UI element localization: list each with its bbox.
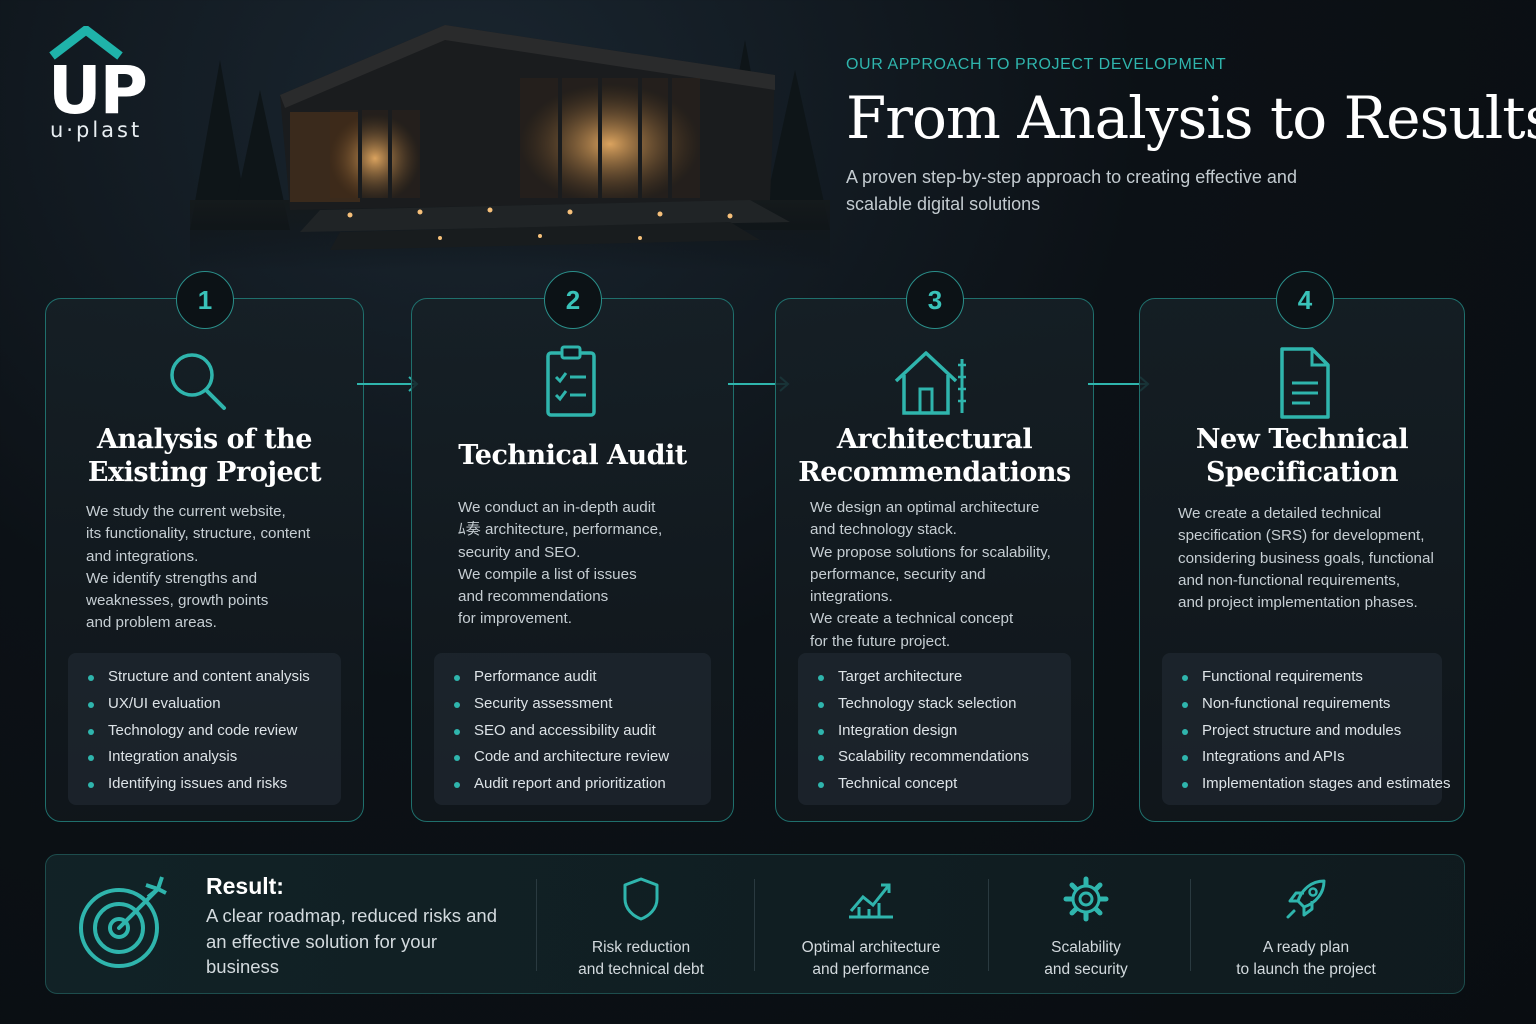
- step-number-badge: 1: [176, 271, 234, 329]
- page-title: From Analysis to Results: [846, 84, 1536, 152]
- step-deliverables-list: Functional requirements Non-functional r…: [1162, 653, 1450, 805]
- divider: [1190, 879, 1191, 971]
- divider: [988, 879, 989, 971]
- list-item: Structure and content analysis: [86, 664, 341, 691]
- list-item: Technical concept: [816, 771, 1071, 798]
- list-item: Security assessment: [452, 691, 711, 718]
- step-title: Analysis of the Existing Project: [87, 424, 322, 488]
- step-number-badge: 4: [1276, 271, 1334, 329]
- list-item: UX/UI evaluation: [86, 691, 341, 718]
- step-deliverables-list: Performance audit Security assessment SE…: [434, 653, 711, 805]
- gear-icon: [1063, 876, 1109, 922]
- list-item: Integration design: [816, 718, 1071, 745]
- result-title: Result:: [206, 873, 284, 899]
- step-card-3: 3 Architectural Recommendations We desig…: [775, 271, 1094, 822]
- step-card-1: 1 Analysis of the Existing Project We st…: [45, 271, 364, 822]
- step-card-4: 4 New Technical Specification We create …: [1139, 271, 1465, 822]
- step-deliverables-list: Target architecture Technology stack sel…: [798, 653, 1071, 805]
- step-title: Technical Audit: [458, 440, 687, 471]
- divider: [754, 879, 755, 971]
- list-item: Implementation stages and estimates: [1180, 771, 1450, 798]
- list-item: Integrations and APIs: [1180, 744, 1442, 771]
- page-subtitle: A proven step-by-step approach to creati…: [846, 167, 1297, 214]
- list-item: Scalability recommendations: [816, 744, 1071, 771]
- step-title: New Technical Specification: [1195, 424, 1409, 488]
- divider: [536, 879, 537, 971]
- step-deliverables-list: Structure and content analysis UX/UI eva…: [68, 653, 341, 805]
- eyebrow-label: OUR APPROACH TO PROJECT DEVELOPMENT: [846, 56, 1227, 73]
- list-item: Functional requirements: [1180, 664, 1442, 691]
- list-item: Technology and code review: [86, 718, 341, 745]
- target-icon: [79, 876, 167, 968]
- list-item: Non-functional requirements: [1180, 691, 1442, 718]
- list-item: Project structure and modules: [1180, 718, 1442, 745]
- list-item: SEO and accessibility audit: [452, 718, 711, 745]
- list-item: Performance audit: [452, 664, 711, 691]
- list-item: Identifying issues and risks: [86, 771, 341, 798]
- list-item: Integration analysis: [86, 744, 341, 771]
- growth-chart-icon: [849, 883, 893, 919]
- document-icon: [1280, 347, 1330, 419]
- list-item: Technology stack selection: [816, 691, 1071, 718]
- step-title: Architectural Recommendations: [798, 424, 1071, 488]
- logo-mark: UP: [48, 52, 148, 129]
- list-item: Code and architecture review: [452, 744, 711, 771]
- result-text: A clear roadmap, reduced risks and an ef…: [206, 905, 498, 977]
- roof-icon: [49, 26, 123, 60]
- result-panel: Result: A clear roadmap, reduced risks a…: [45, 854, 1465, 994]
- step-description: We study the current website,its functio…: [86, 503, 311, 632]
- rocket-icon: [1286, 879, 1326, 919]
- step-number-badge: 2: [544, 271, 602, 329]
- step-number-badge: 3: [906, 271, 964, 329]
- step-card-2: 2 Technical Audit We conduct an in-depth…: [411, 271, 734, 822]
- house-illustration: [190, 25, 830, 270]
- shield-icon: [623, 877, 659, 921]
- magnifier-icon: [170, 353, 226, 410]
- list-item: Audit report and prioritization: [452, 771, 711, 798]
- list-item: Target architecture: [816, 664, 1071, 691]
- house-ruler-icon: [894, 351, 966, 415]
- logo-wordmark: u·plast: [50, 118, 143, 142]
- clipboard-checklist-icon: [546, 345, 596, 417]
- uplast-logo: UP u·plast: [48, 26, 158, 146]
